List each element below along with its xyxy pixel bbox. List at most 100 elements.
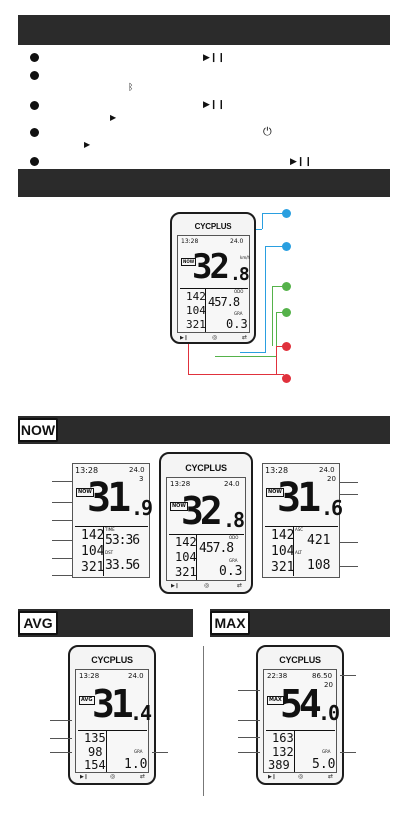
callout-line (52, 520, 72, 521)
play-pause-button[interactable]: ▶❙ (180, 335, 189, 341)
grade-label: GRA (322, 749, 331, 754)
power-button[interactable]: ◎ (110, 773, 116, 780)
power-button[interactable]: ◎ (298, 773, 304, 780)
now-left-screen: 13:28 24.0 3 NOW 31 .9 142 104 321 TIME … (72, 463, 153, 578)
now-mode-tag: NOW (18, 418, 58, 442)
callout-dot-green (282, 282, 291, 291)
grade-label: GRA (229, 558, 238, 563)
power-button[interactable]: ◎ (212, 334, 218, 341)
max-device: CYCPLUS 22:38 86.50 20 MAX 54 .0 163 132… (256, 645, 344, 785)
instruction-row-4: ⏻ ▶ (28, 125, 388, 151)
avg-mode-tag: AVG (18, 611, 58, 635)
mode-badge: NOW (181, 258, 197, 266)
speed-decimal: .9 (131, 496, 153, 520)
lap-button[interactable]: ⇄ (237, 582, 243, 589)
lap-button[interactable]: ⇄ (242, 334, 248, 341)
callout-line (152, 752, 168, 753)
altitude-value: 321 (271, 560, 295, 575)
cadence-value: 104 (186, 304, 206, 317)
instructions-header-bar (18, 15, 390, 45)
cadence-value: 98 (88, 745, 103, 759)
mode-badge: NOW (170, 502, 188, 511)
divider-line (106, 730, 107, 772)
bullet-dot (30, 53, 39, 62)
lap-button[interactable]: ⇄ (328, 773, 334, 780)
brand-logo: CYCPLUS (185, 463, 227, 473)
brand-logo: CYCPLUS (194, 222, 232, 231)
cadence-value: 104 (81, 544, 105, 559)
divider-line (78, 730, 147, 731)
lap-button[interactable]: ⇄ (140, 773, 146, 780)
bullet-dot (30, 71, 39, 80)
heart-rate-value: 135 (84, 731, 106, 745)
callout-line (52, 481, 72, 482)
avg-device: CYCPLUS 13:28 24.0 AVG 31 .4 135 98 154 … (68, 645, 156, 785)
power-value: 154 (84, 758, 106, 772)
grade-value: 0.3 (226, 317, 248, 331)
bike-computer-device: CYCPLUS 13:28 24.0 NOW 32 .8 km/h 142 10… (170, 212, 256, 344)
speed-decimal: .6 (321, 496, 343, 520)
odo-label: ODO (229, 535, 239, 540)
callout-line (340, 675, 356, 676)
divider-line (75, 526, 148, 527)
speed-value: 54 (280, 682, 322, 726)
power-button[interactable]: ◎ (204, 582, 210, 589)
max-mode-tag: MAX (210, 611, 250, 635)
device-screen: 13:28 24.0 NOW 32 .8 142 104 321 ODO 457… (166, 477, 246, 581)
speed-decimal: .0 (318, 701, 340, 725)
callout-line (52, 558, 72, 559)
divider-line (266, 730, 335, 731)
heart-rate-value: 142 (81, 528, 105, 543)
callout-line (276, 312, 284, 313)
temperature-value: 24.0 (128, 672, 144, 680)
temperature-value: 86.50 (312, 672, 333, 680)
altitude-value: 321 (186, 318, 206, 331)
heart-rate-value: 142 (186, 290, 206, 303)
now-section-bar (18, 416, 390, 444)
power-icon: ⏻ (263, 125, 272, 138)
divider-line (196, 534, 197, 580)
speed-value: 31 (277, 475, 321, 521)
callout-line (340, 542, 358, 543)
altitude-value: 321 (175, 565, 197, 579)
callout-line (262, 213, 263, 229)
callout-line (50, 752, 72, 753)
mode-badge: NOW (76, 488, 94, 497)
altitude-value: 321 (81, 560, 105, 575)
callout-line (276, 346, 277, 374)
play-pause-button[interactable]: ▶❙ (80, 774, 89, 780)
brand-logo: CYCPLUS (91, 655, 133, 665)
play-pause-button[interactable]: ▶❙ (171, 583, 180, 589)
divider-line (294, 730, 295, 772)
speed-decimal: .8 (230, 264, 250, 285)
grade-value: 1.0 (124, 757, 148, 772)
callout-line (340, 566, 358, 567)
bluetooth-icon: ᛒ (128, 83, 134, 93)
callout-line (50, 720, 72, 721)
callout-line (265, 246, 284, 247)
bullet-dot (30, 128, 39, 137)
callout-line (340, 752, 356, 753)
callout-line (238, 752, 260, 753)
callout-line (272, 286, 284, 287)
temperature-value: 24.0 (319, 466, 335, 474)
instruction-row-5: ▶❙❙ (28, 156, 388, 168)
heart-rate-value: 163 (272, 731, 294, 745)
play-pause-button[interactable]: ▶❙ (268, 774, 277, 780)
grade-value: 5.0 (312, 757, 336, 772)
next-arrow-icon: ▶ (84, 140, 91, 149)
lap-value: 20 (327, 475, 336, 483)
divider-line (180, 288, 248, 289)
cadence-value: 104 (175, 550, 197, 564)
callout-line (340, 494, 358, 495)
device-screen: 22:38 86.50 20 MAX 54 .0 163 132 389 GRA… (263, 669, 340, 773)
distance-value: 33.56 (105, 558, 140, 573)
ascent-label: ASC (295, 527, 304, 532)
section-divider (203, 646, 204, 796)
callout-line (340, 482, 358, 483)
clock-value: 13:28 (181, 238, 199, 245)
device-screen: 13:28 24.0 AVG 31 .4 135 98 154 GRA 1.0 (75, 669, 152, 773)
now-right-screen: 13:28 24.0 20 NOW 31 .6 142 104 321 ASC … (262, 463, 343, 578)
layout-header-bar (18, 169, 390, 197)
callout-line (262, 213, 284, 214)
